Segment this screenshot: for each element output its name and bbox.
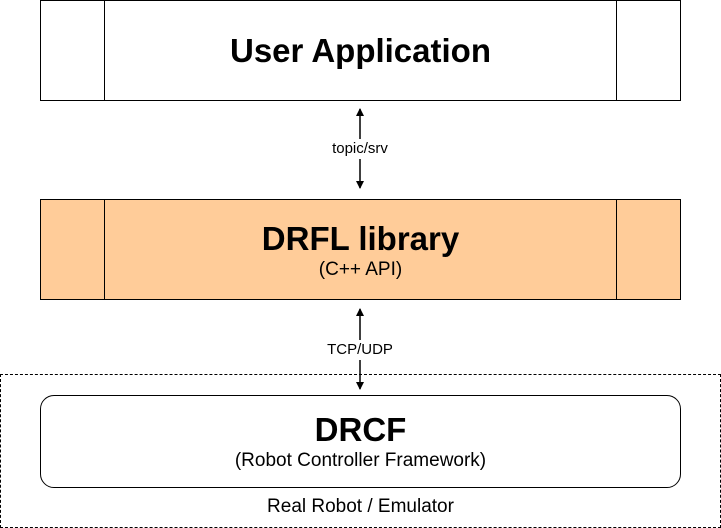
topic-srv-label: topic/srv: [280, 139, 440, 159]
tcp-udp-label: TCP/UDP: [280, 340, 440, 360]
drcf-block: DRCF (Robot Controller Framework): [40, 395, 681, 488]
drfl-library-subtitle: (C++ API): [318, 258, 403, 280]
drfl-library-content: DRFL library (C++ API): [105, 200, 616, 299]
drfl-library-block: DRFL library (C++ API): [40, 199, 681, 300]
robot-zone-label: Real Robot / Emulator: [267, 496, 454, 517]
user-application-block: User Application: [40, 0, 681, 101]
drfl-library-title: DRFL library: [261, 219, 460, 257]
drfl-library-right-cell: [616, 200, 680, 299]
drcf-title: DRCF: [314, 410, 407, 448]
user-application-right-cell: [616, 1, 680, 100]
user-application-left-cell: [41, 1, 105, 100]
user-application-title: User Application: [230, 31, 491, 69]
drfl-library-left-cell: [41, 200, 105, 299]
drcf-subtitle: (Robot Controller Framework): [234, 449, 487, 471]
user-application-content: User Application: [105, 1, 616, 100]
